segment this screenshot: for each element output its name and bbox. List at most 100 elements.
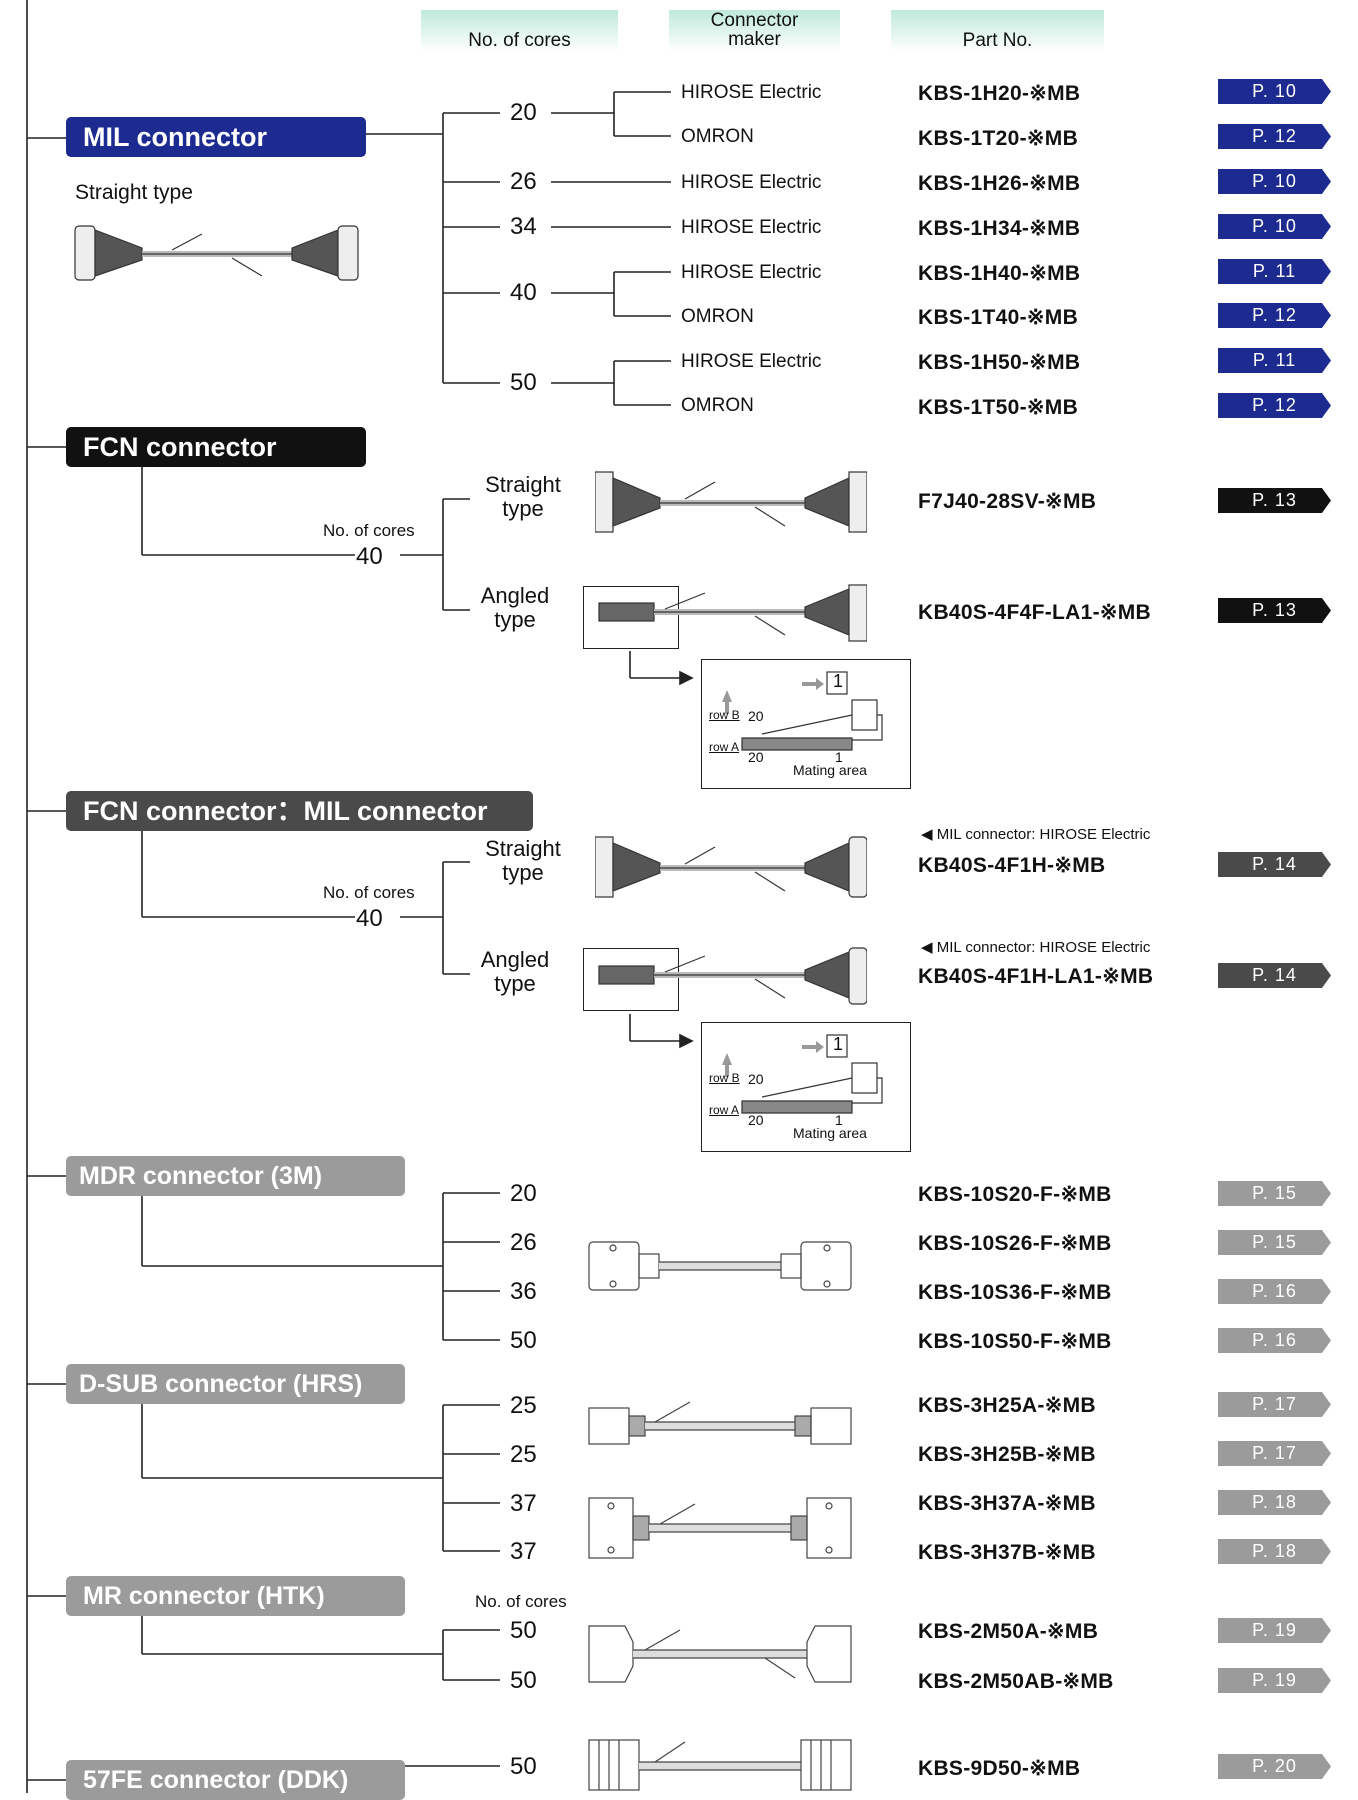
maker-label: OMRON (681, 126, 754, 147)
fcn-cores-label: No. of cores (323, 521, 415, 540)
page-link[interactable]: P. 14 (1218, 963, 1331, 988)
part-number: KBS-10S50-F-※MB (918, 1330, 1112, 1353)
part-number: KBS-3H25A-※MB (918, 1394, 1096, 1417)
fcn-straight-cable-image (595, 471, 867, 533)
pin-20-top: 20 (748, 1071, 764, 1087)
mating-area-label: Mating area (793, 762, 867, 778)
page-link[interactable]: P. 13 (1218, 598, 1331, 623)
mil-subtitle: Straight type (75, 181, 193, 204)
core-value: 50 (510, 1327, 537, 1354)
detail-diagram (722, 671, 883, 751)
row-b-label: row B (709, 1071, 740, 1085)
page-link[interactable]: P. 12 (1218, 303, 1331, 328)
mil-connector-label: MIL connector (66, 117, 366, 157)
page-link[interactable]: P. 15 (1218, 1230, 1331, 1255)
maker-label: HIROSE Electric (681, 172, 822, 193)
page-link[interactable]: P. 14 (1218, 852, 1331, 877)
page-link[interactable]: P. 13 (1218, 488, 1331, 513)
maker-label: OMRON (681, 395, 754, 416)
row-a-label: row A (709, 1103, 740, 1117)
fcn-angled-detail-box: 1 row B 20 row A 20 1 Mating area (701, 659, 911, 789)
page-link[interactable]: P. 16 (1218, 1328, 1331, 1353)
pin-1: 1 (835, 749, 843, 765)
dsub-b-cable-image (588, 1497, 852, 1559)
dsub-a-cable-image (588, 1401, 852, 1445)
fcnmil-cores-label: No. of cores (323, 883, 415, 902)
part-number: KBS-3H25B-※MB (918, 1443, 1096, 1466)
core-value: 26 (510, 1229, 537, 1256)
page-link[interactable]: P. 10 (1218, 79, 1331, 104)
dsub-connector-label: D-SUB connector (HRS) (66, 1364, 405, 1404)
mil-core: 20 (510, 99, 537, 126)
page-link[interactable]: P. 11 (1218, 259, 1331, 284)
page-link[interactable]: P. 17 (1218, 1392, 1331, 1417)
mr-connector-label: MR connector (HTK) (66, 1576, 405, 1616)
fcnmil-cores: 40 (356, 905, 383, 932)
part-number: KBS-9D50-※MB (918, 1757, 1081, 1780)
fcnmil-angled-detail-box: 1 row B 20 row A 20 1 Mating area (701, 1022, 911, 1152)
part-number: KBS-1H50-※MB (918, 351, 1081, 374)
part-number: F7J40-28SV-※MB (918, 490, 1097, 513)
header-cores: No. of cores (421, 10, 618, 52)
fcn-angled-cable-image (598, 584, 867, 642)
pin-20-bottom: 20 (748, 1112, 764, 1128)
page-link[interactable]: P. 19 (1218, 1618, 1331, 1643)
fcn-cores: 40 (356, 543, 383, 570)
maker-label: HIROSE Electric (681, 217, 822, 238)
maker-label: HIROSE Electric (681, 262, 822, 283)
maker-label: HIROSE Electric (681, 82, 822, 103)
part-number: KBS-2M50A-※MB (918, 1620, 1099, 1643)
page-link[interactable]: P. 11 (1218, 348, 1331, 373)
part-number: KBS-10S20-F-※MB (918, 1183, 1112, 1206)
part-number: KBS-3H37A-※MB (918, 1492, 1096, 1515)
core-value: 50 (510, 1617, 537, 1644)
page-link[interactable]: P. 16 (1218, 1279, 1331, 1304)
page-link[interactable]: P. 18 (1218, 1539, 1331, 1564)
detail-diagram (722, 1034, 883, 1114)
page-link[interactable]: P. 17 (1218, 1441, 1331, 1466)
page-link[interactable]: P. 18 (1218, 1490, 1331, 1515)
page-link[interactable]: P. 10 (1218, 214, 1331, 239)
core-value: 25 (510, 1441, 537, 1468)
part-number: KBS-10S36-F-※MB (918, 1281, 1112, 1304)
part-number: KB40S-4F1H-※MB (918, 854, 1106, 877)
mdr-connector-label: MDR connector (3M) (66, 1156, 405, 1196)
fcn-connector-label: FCN connector (66, 427, 366, 467)
mil-straight-cable-image (74, 225, 359, 281)
fcn-mil-connector-label: FCN connector：MIL connector (66, 791, 533, 831)
part-number: KBS-2M50AB-※MB (918, 1670, 1114, 1693)
pin-20-top: 20 (748, 708, 764, 724)
part-number: KBS-1H20-※MB (918, 82, 1081, 105)
mating-area-label: Mating area (793, 1125, 867, 1141)
fe57-cable-image (588, 1739, 852, 1791)
detail-box-number: 1 (833, 1034, 844, 1054)
mil-core: 34 (510, 213, 537, 240)
fcn-angled-connector-frame (583, 586, 679, 649)
page-link[interactable]: P. 10 (1218, 169, 1331, 194)
page-link[interactable]: P. 12 (1218, 124, 1331, 149)
mil-maker-note: ◀ MIL connector: HIROSE Electric (921, 939, 1151, 956)
part-number: KBS-1T40-※MB (918, 306, 1079, 329)
page-link[interactable]: P. 15 (1218, 1181, 1331, 1206)
mil-maker-note: ◀ MIL connector: HIROSE Electric (921, 826, 1151, 843)
pin-1: 1 (835, 1112, 843, 1128)
maker-label: OMRON (681, 306, 754, 327)
part-number: KBS-1H26-※MB (918, 172, 1081, 195)
header-part: Part No. (891, 10, 1104, 52)
fcnmil-straight-cable-image (595, 836, 867, 898)
page-link[interactable]: P. 12 (1218, 393, 1331, 418)
row-b-label: row B (709, 708, 740, 722)
part-number: KBS-1H40-※MB (918, 262, 1081, 285)
part-number: KBS-1H34-※MB (918, 217, 1081, 240)
mr-cable-image (588, 1625, 852, 1683)
part-number: KBS-1T50-※MB (918, 396, 1079, 419)
page-link[interactable]: P. 19 (1218, 1668, 1331, 1693)
part-number: KB40S-4F4F-LA1-※MB (918, 601, 1152, 624)
mr-cores-label: No. of cores (475, 1592, 567, 1611)
page-link[interactable]: P. 20 (1218, 1754, 1331, 1779)
